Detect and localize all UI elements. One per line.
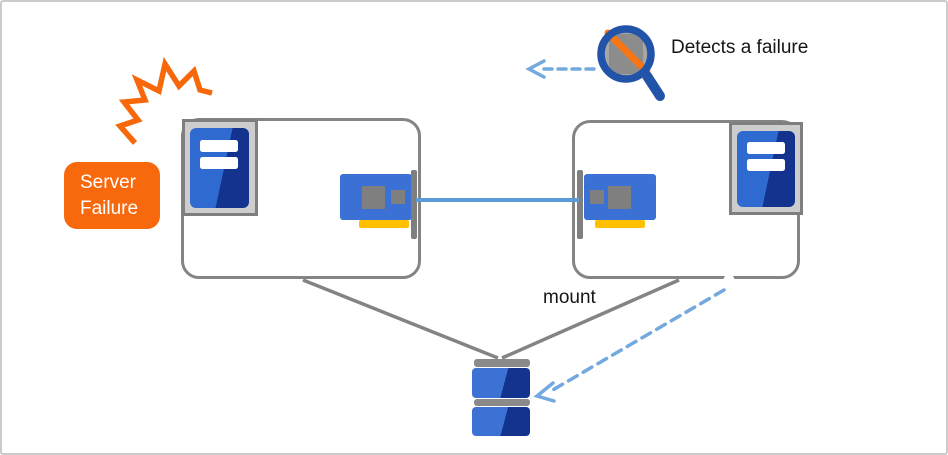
nic-connector	[359, 220, 409, 228]
dashed-arrow-left-icon	[525, 59, 596, 79]
server-failure-label: Server Failure	[64, 162, 160, 229]
disk-unit	[472, 407, 530, 436]
failure-detect-magnifier-icon	[597, 25, 665, 101]
nic-chip-small	[590, 190, 604, 204]
magnifier-server-shape	[609, 34, 643, 74]
nic-bracket	[577, 170, 583, 239]
magnifier-rim	[597, 25, 655, 83]
converge-line-left	[302, 278, 499, 360]
magnifier-handle	[642, 71, 665, 101]
server-tower-icon	[729, 122, 803, 215]
nic-connector	[595, 220, 645, 228]
server-slot	[747, 142, 785, 154]
server-tower-body	[190, 128, 249, 208]
magnifier-lens	[601, 29, 651, 79]
server-tower-body	[737, 131, 795, 207]
disk-unit	[472, 368, 530, 398]
server-slot	[747, 159, 785, 171]
disk-cap-top	[474, 359, 530, 367]
disk-cap-middle	[474, 399, 530, 406]
nic-bracket	[411, 170, 417, 239]
detects-failure-text: Detects a failure	[671, 37, 809, 58]
server-failure-line2: Failure	[80, 198, 139, 219]
nic-chip-small	[391, 190, 405, 204]
server-slot	[200, 140, 238, 152]
nic-chip-large	[608, 186, 631, 209]
server-slot	[200, 157, 238, 169]
magnifier-slash	[604, 29, 651, 76]
mount-text: mount	[543, 287, 596, 308]
nic-chip-large	[362, 186, 385, 209]
server-failure-line1: Server	[80, 172, 136, 193]
server-tower-icon	[182, 119, 258, 216]
